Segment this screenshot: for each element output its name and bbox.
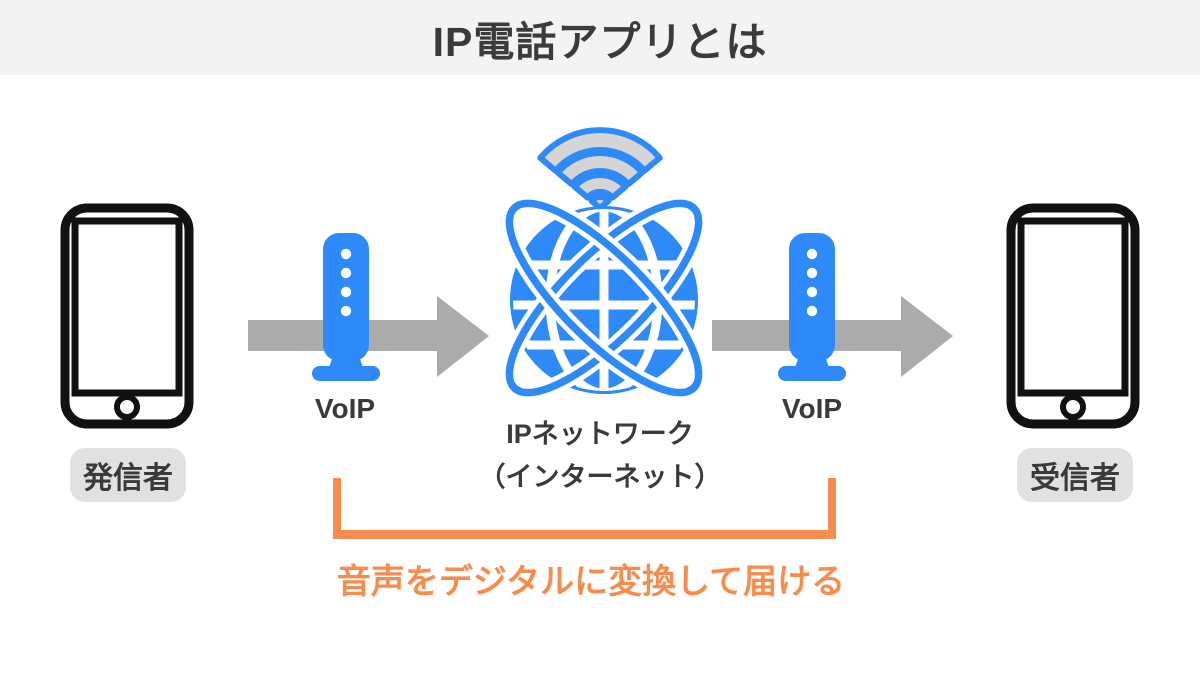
caller-phone-icon [60,203,194,429]
page-title: IP電話アプリとは [432,18,768,65]
voip-adapter-left-icon [312,233,380,381]
network-label-line1: IPネットワーク [506,419,694,449]
internet-globe-icon [500,127,708,402]
header-bar: IP電話アプリとは [0,0,1200,75]
orbit-rings [500,194,708,402]
network-label-line2: （インターネット） [478,462,722,492]
network-label: IPネットワーク （インターネット） [440,413,760,499]
voip-left-label: VoIP [314,393,376,424]
highlight-bracket [333,478,836,539]
receiver-phone-icon [1006,203,1140,429]
wifi-icon [537,127,663,211]
digital-conversion-note: 音声をデジタルに変換して届ける [336,563,846,601]
caller-label-pill: 発信者 [70,448,186,502]
receiver-label-pill: 受信者 [1017,448,1133,502]
caller-label: 発信者 [83,462,173,495]
voip-adapter-right-icon [778,233,846,381]
receiver-label: 受信者 [1030,462,1120,495]
voip-right-label: VoIP [781,393,843,424]
